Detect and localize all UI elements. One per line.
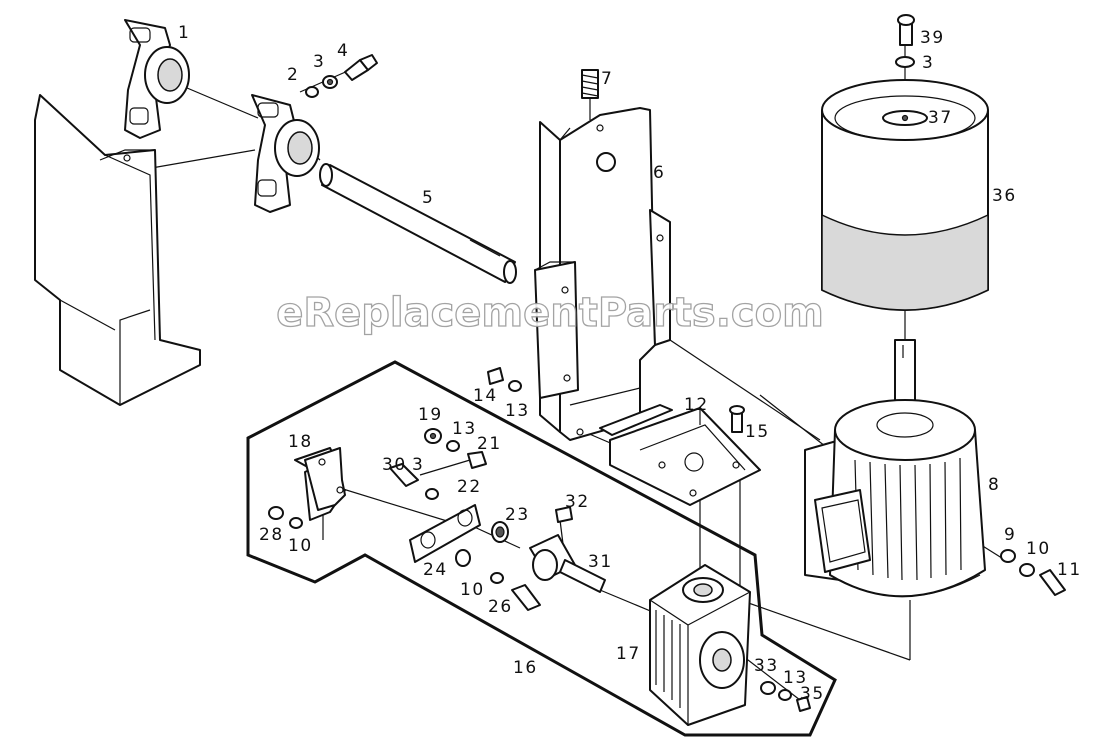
callout-3-mid: 3 <box>412 455 424 475</box>
hardware-13-33-35 <box>760 681 811 712</box>
callout-26: 26 <box>488 597 513 617</box>
pillow-block-bearing-1 <box>124 19 190 139</box>
callout-13-a: 13 <box>505 401 530 421</box>
callout-3: 3 <box>313 52 325 72</box>
callout-19: 19 <box>418 405 443 425</box>
callout-14: 14 <box>473 386 498 406</box>
hardware-13-14-15 <box>487 367 745 433</box>
callout-7: 7 <box>601 69 613 89</box>
motor-8 <box>804 339 986 598</box>
callout-9: 9 <box>1004 525 1016 545</box>
callout-1: 1 <box>178 23 190 43</box>
machine-frame <box>34 94 201 406</box>
callout-21: 21 <box>477 434 502 454</box>
callout-4: 4 <box>337 41 349 61</box>
callout-37: 37 <box>928 108 953 128</box>
callout-10-c: 10 <box>1026 539 1051 559</box>
hardware-10-24-26 <box>455 549 541 611</box>
gearbox-assembly-outline-16 <box>246 360 837 737</box>
hardware-13-19-21 <box>424 428 487 469</box>
callout-15: 15 <box>745 422 770 442</box>
callout-12: 12 <box>684 395 709 415</box>
bracket-18 <box>294 447 346 521</box>
callout-28: 28 <box>259 525 284 545</box>
hardware-10-28 <box>268 506 303 529</box>
hardware-37-39 <box>882 14 928 126</box>
spring-7 <box>581 69 599 99</box>
callout-22: 22 <box>457 477 482 497</box>
callout-8: 8 <box>988 475 1000 495</box>
callout-39: 39 <box>920 28 945 48</box>
callout-2: 2 <box>287 65 299 85</box>
shaft-5 <box>319 163 517 284</box>
hardware-2-3-4 <box>305 54 378 98</box>
motor-bracket-12 <box>599 404 761 506</box>
key-32 <box>555 506 573 523</box>
callout-18: 18 <box>288 432 313 452</box>
callout-23: 23 <box>505 505 530 525</box>
link-plate-22 <box>409 504 481 563</box>
watermark: eReplacementParts.com <box>276 290 824 336</box>
gearbox-17 <box>649 564 751 726</box>
hardware-3-30 <box>389 463 439 500</box>
motor-cover-36 <box>821 79 989 311</box>
mounting-plate-6 <box>534 107 671 441</box>
coupling-31 <box>529 534 606 593</box>
callout-10-a: 10 <box>288 536 313 556</box>
callout-17: 17 <box>616 644 641 664</box>
callout-24: 24 <box>423 560 448 580</box>
callout-35: 35 <box>800 684 825 704</box>
callout-32: 32 <box>565 492 590 512</box>
callout-11: 11 <box>1057 560 1082 580</box>
callout-10-b: 10 <box>460 580 485 600</box>
callout-31: 31 <box>588 552 613 572</box>
callout-33: 33 <box>754 656 779 676</box>
callout-6: 6 <box>653 163 665 183</box>
callout-5: 5 <box>422 188 434 208</box>
callout-13-b: 13 <box>452 419 477 439</box>
callout-16: 16 <box>513 658 538 678</box>
pillow-block-bearing-2 <box>251 94 320 213</box>
callout-36: 36 <box>992 186 1017 206</box>
callout-30: 30 <box>382 455 407 475</box>
callout-13-c: 13 <box>783 668 808 688</box>
hardware-9-10-11 <box>1000 549 1066 596</box>
bushing-23 <box>491 521 509 543</box>
callout-labels: 1 2 3 4 5 6 7 39 3 37 36 8 14 13 12 15 1… <box>178 23 1082 704</box>
callout-3-top: 3 <box>922 53 934 73</box>
